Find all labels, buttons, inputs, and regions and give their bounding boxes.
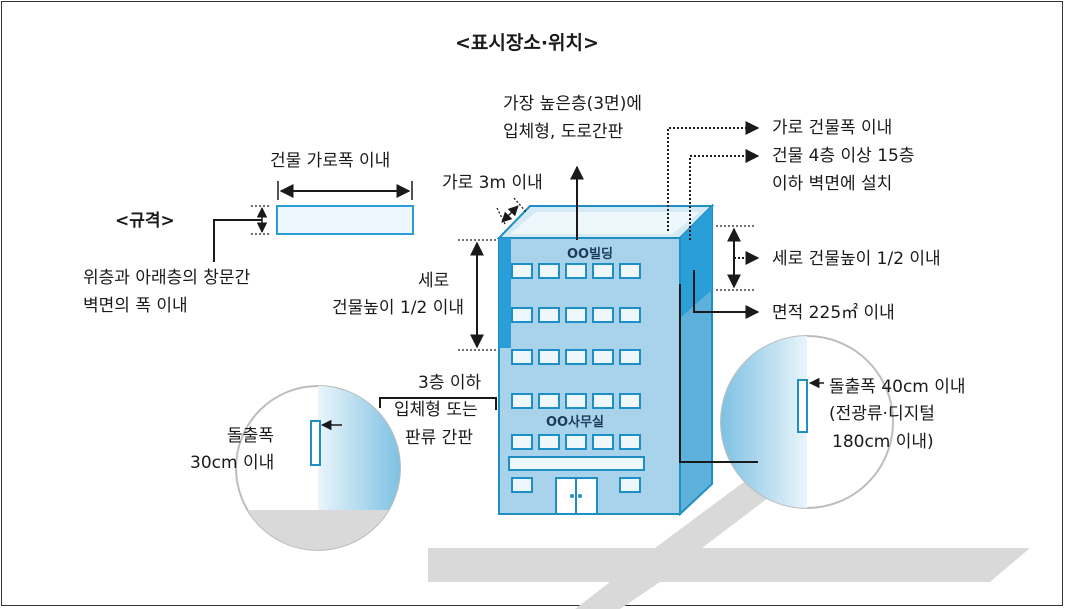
floor-range-leader: [689, 149, 760, 240]
low-floor-label-3: 판류 간판: [405, 428, 473, 448]
spec-label: <규격>: [115, 211, 175, 231]
area-label: 면적 225㎡ 이내: [772, 303, 895, 323]
top-floor-label-2: 입체형, 도로간판: [503, 122, 624, 142]
ground-floor-sign: [508, 456, 645, 471]
right-circle-leader: [679, 284, 758, 463]
office-sign-text: OO사무실: [546, 414, 604, 430]
right-vertical-label: 세로 건물높이 1/2 이내: [772, 249, 941, 269]
protrusion-40-label-1: 돌출폭 40cm 이내: [829, 377, 966, 397]
road-shadow: [428, 470, 1030, 609]
right-width-label: 가로 건물폭 이내: [772, 118, 892, 138]
low-floor-label-2: 입체형 또는: [394, 400, 478, 420]
window-gap-label-2: 벽면의 폭 이내: [83, 296, 188, 316]
side-wall-sign: [680, 206, 712, 318]
roof-inner: [510, 212, 700, 234]
building-width-label: 건물 가로폭 이내: [270, 151, 390, 171]
spec-sign-box: [276, 205, 414, 235]
width-3m-label: 가로 3m 이내: [442, 173, 543, 193]
protrusion-40-label-3: 180cm 이내): [832, 432, 934, 452]
top-sign-text: OO빌딩: [567, 246, 613, 262]
left-protruding-sign: [310, 420, 321, 466]
right-protruding-sign: [797, 379, 808, 433]
top-floor-label-1: 가장 높은층(3면)에: [503, 94, 642, 114]
low-floor-label-1: 3층 이하: [418, 373, 481, 393]
protrusion-30-label-1: 돌출폭: [227, 426, 274, 446]
width-3m-arrow: [501, 205, 519, 223]
spec-leader-line: [213, 219, 262, 262]
building: OO빌딩 OO사무실: [496, 203, 715, 517]
vertical-label-1: 세로: [418, 271, 449, 291]
floor-range-label-2: 이하 벽면에 설치: [772, 174, 892, 194]
left-detail-circle: [235, 385, 401, 551]
window-gap-label-1: 위층과 아래층의 창문간: [83, 268, 251, 288]
vertical-label-2: 건물높이 1/2 이내: [332, 298, 464, 318]
protrusion-30-label-2: 30cm 이내: [190, 453, 274, 473]
floor-range-label-1: 건물 4층 이상 15층: [772, 146, 915, 166]
vertical-sign: [499, 238, 511, 348]
protrusion-40-label-2: (전광류·디지털: [829, 404, 935, 424]
diagram-title: <표시장소·위치>: [455, 32, 599, 54]
windows: [511, 263, 641, 493]
low-floor-leader: [379, 397, 497, 410]
building-front: [498, 237, 681, 515]
area-leader: [693, 270, 760, 319]
